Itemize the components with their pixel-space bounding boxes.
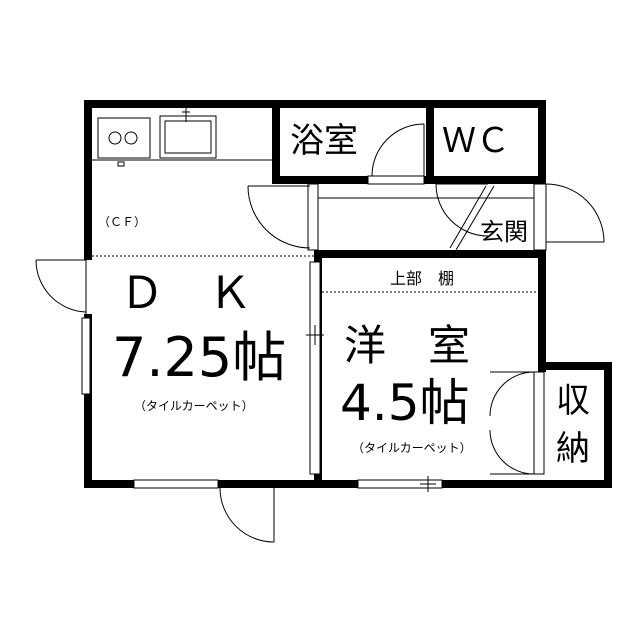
kitchen xyxy=(97,108,217,167)
entrance-step-diag-2 xyxy=(449,185,487,249)
wall-corridor-bottom xyxy=(314,250,546,258)
left-door-swing xyxy=(35,259,87,313)
bath-door-swing xyxy=(371,123,425,177)
front-door-swing xyxy=(219,487,275,543)
western-window xyxy=(357,479,443,489)
sliding-door xyxy=(309,261,321,475)
burner-right-icon xyxy=(124,131,138,145)
bath-door-frame xyxy=(367,175,425,185)
western-floor-label: （タイルカーペット） xyxy=(352,441,472,455)
wall-bottom-left xyxy=(84,480,134,488)
burner-left-icon xyxy=(108,131,122,145)
partition-post xyxy=(307,183,319,251)
wall-wc-left xyxy=(426,100,434,184)
storage-door-swing-bottom xyxy=(489,429,535,475)
openings xyxy=(35,123,605,543)
western-size-label: 4.5帖 xyxy=(340,374,470,432)
upper-shelf-label: 上部 棚 xyxy=(390,269,454,288)
wall-left-upper xyxy=(84,100,92,260)
wall-bath-bottom xyxy=(272,176,368,184)
dk-size-label: 7.25帖 xyxy=(112,326,286,389)
dk-floor-label: （タイルカーペット） xyxy=(134,399,254,413)
wall-right-mid xyxy=(538,250,546,364)
wall-left-lower xyxy=(84,314,92,488)
wall-top xyxy=(84,100,546,108)
thin-lines xyxy=(92,159,538,293)
wall-bath-left xyxy=(272,100,280,184)
stove xyxy=(97,117,151,159)
left-window xyxy=(81,317,91,395)
wall-storage-left-top xyxy=(538,362,546,372)
storage-label-1: 収 xyxy=(556,381,590,421)
wall-storage-right xyxy=(604,362,612,488)
wall-wc-bottom xyxy=(426,176,546,184)
wall-bottom-right xyxy=(442,480,612,488)
entrance-door-frame xyxy=(533,183,547,251)
sink-basin xyxy=(164,120,212,154)
dk-door-swing xyxy=(247,185,311,249)
wall-bottom-mid xyxy=(218,480,358,488)
wall-storage-top xyxy=(538,362,612,370)
bath-label: 浴室 xyxy=(290,121,358,161)
sink xyxy=(159,115,217,159)
storage-door-frame xyxy=(533,371,545,475)
cf-label: （ＣＦ） xyxy=(98,215,146,229)
dk-name-label: Ｄ Ｋ xyxy=(120,268,252,319)
wall-right-upper xyxy=(538,100,546,184)
labels: 浴室 ＷＣ 玄関 （ＣＦ） Ｄ Ｋ 7.25帖 （タイルカーペット） 上部 棚 … xyxy=(98,121,590,469)
entrance-door-swing xyxy=(545,183,605,243)
western-name-label: 洋 室 xyxy=(344,321,470,370)
wc-label: ＷＣ xyxy=(442,121,510,161)
storage-door-swing-top xyxy=(489,371,535,417)
entrance-label: 玄関 xyxy=(480,218,528,246)
dk-bottom-window xyxy=(133,479,219,489)
entrance-step-diag xyxy=(455,185,495,251)
storage-label-2: 納 xyxy=(556,429,590,469)
outlet-icon xyxy=(117,161,125,167)
wc-door-swing xyxy=(435,183,489,237)
